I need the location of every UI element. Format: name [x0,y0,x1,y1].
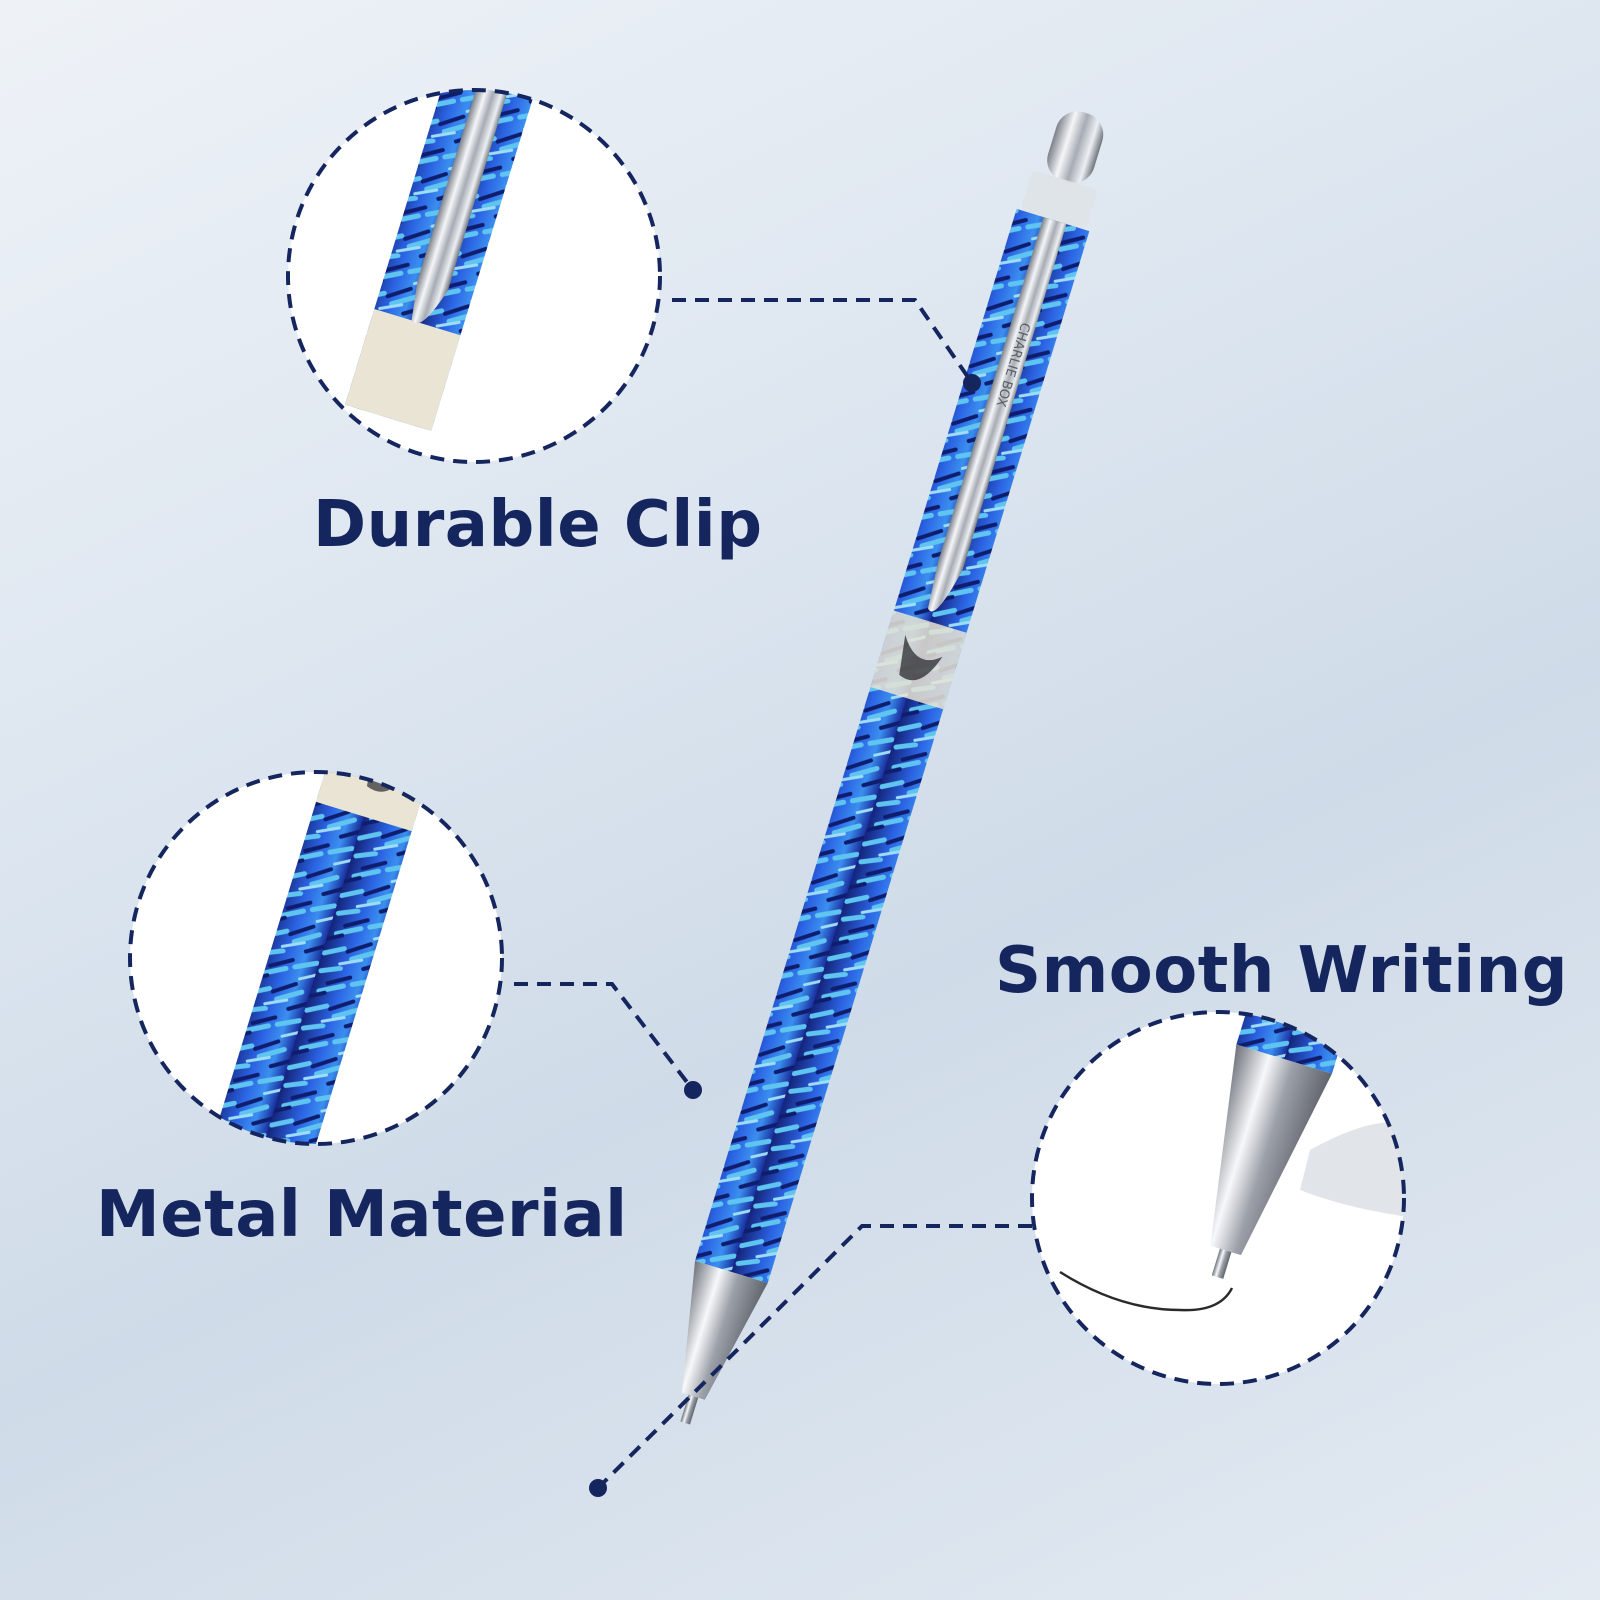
leader-line-writing [596,1224,1032,1490]
pen: CHARLIE BOX [680,111,1104,1425]
durable-clip-label: Durable Clip [313,488,763,562]
pen-tip [681,1260,768,1400]
pen-plunger [1047,111,1104,184]
callout-writing-circle [1030,1010,1406,1386]
leader-dot-writing [589,1479,607,1497]
smooth-writing-label: Smooth Writing [995,934,1569,1008]
leader-line-clip [672,298,974,385]
metal-material-label: Metal Material [96,1178,628,1252]
leader-line-metal [514,982,695,1092]
pen-clip [927,217,1067,612]
callout-metal-circle [128,770,504,1146]
pen-barrel [695,208,1090,1284]
leader-dot-clip [963,374,981,392]
leader-dot-metal [684,1081,702,1099]
callout-clip-circle [286,88,662,464]
